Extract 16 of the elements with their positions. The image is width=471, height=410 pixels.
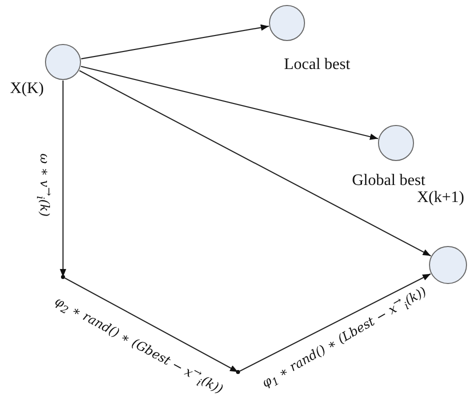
circle-node bbox=[378, 125, 414, 161]
arrow bbox=[79, 70, 432, 256]
junction-point bbox=[236, 370, 240, 374]
arrow bbox=[60, 80, 66, 277]
circle-node bbox=[269, 5, 305, 41]
arrow bbox=[240, 273, 431, 372]
arrow bbox=[80, 66, 378, 140]
node-label: Global best bbox=[352, 173, 426, 189]
arrow bbox=[64, 278, 238, 372]
circle-node bbox=[45, 44, 81, 80]
junction-point bbox=[61, 275, 65, 279]
node-label: Local best bbox=[284, 57, 350, 73]
node-label: X(K) bbox=[10, 81, 44, 97]
node-label: X(k+1) bbox=[417, 190, 464, 206]
circle-node bbox=[429, 246, 467, 284]
arrow bbox=[81, 24, 269, 60]
